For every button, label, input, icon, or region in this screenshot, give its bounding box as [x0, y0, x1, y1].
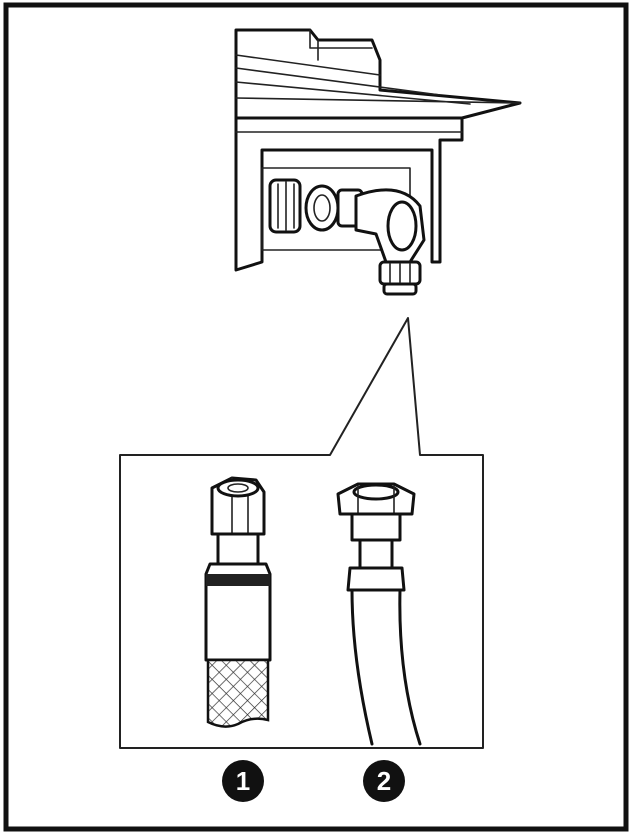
callout-number-2: 2: [377, 766, 391, 796]
callout-box: [119, 317, 484, 749]
callout-badge-1: 1: [222, 760, 264, 802]
inlet-valve-fitting: [268, 178, 426, 296]
callout-badge-2: 2: [363, 760, 405, 802]
callout-number-1: 1: [236, 766, 250, 796]
outer-frame: [3, 2, 629, 832]
appliance-corner-illustration: [234, 28, 522, 296]
rubber-hose-illustration: [336, 482, 422, 746]
braided-hose-illustration: [204, 476, 272, 728]
